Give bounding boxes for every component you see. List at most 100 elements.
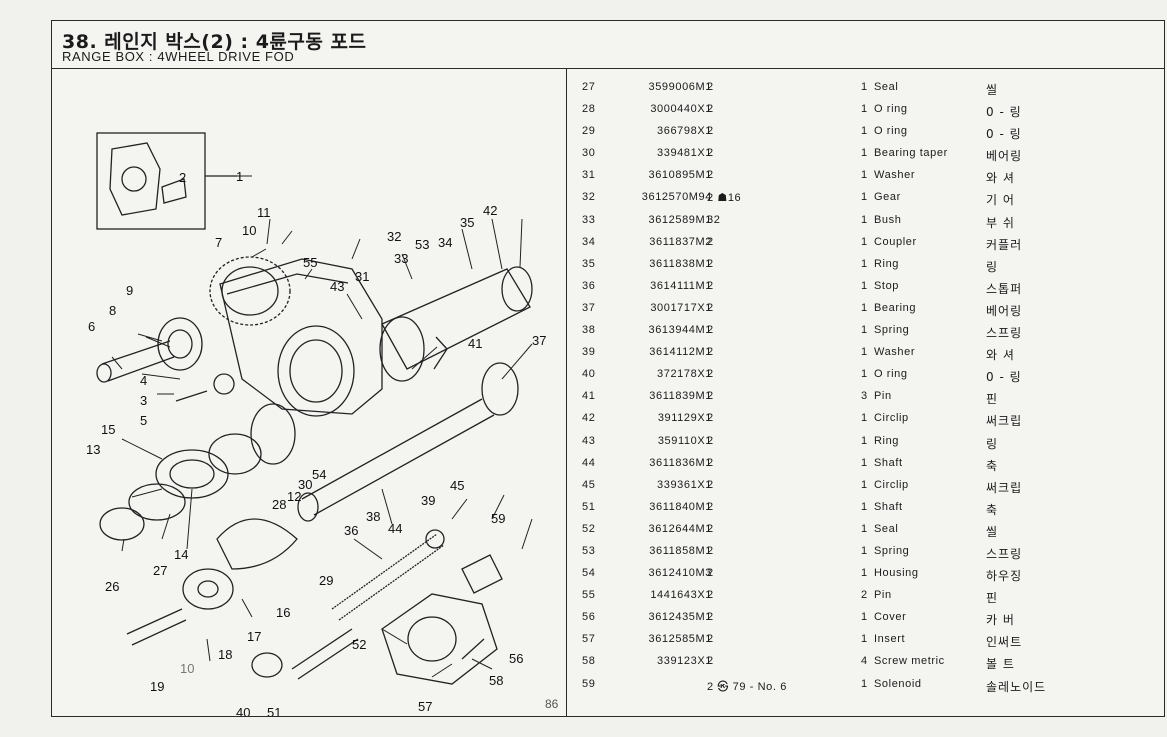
part-number: 391129X1 <box>657 412 712 425</box>
part-description: Stop <box>874 279 900 292</box>
part-number: 339481X1 <box>657 147 712 160</box>
part-units: 1 <box>861 478 868 491</box>
part-description-korean: 0 - 링 <box>986 370 1022 385</box>
part-number: 372178X1 <box>657 368 712 381</box>
exploded-parts-diagram: 1 2 3 4 5 6 7 8 9 10 11 12 13 14 15 16 1… <box>52 69 566 716</box>
callout-32: 32 <box>387 229 401 244</box>
part-number: 339123X1 <box>657 655 712 668</box>
callout-5: 5 <box>140 413 147 428</box>
callout-15: 15 <box>101 422 115 437</box>
callout-30: 30 <box>298 477 312 492</box>
diagram-callouts: 1 2 3 4 5 6 7 8 9 10 11 12 13 14 15 16 1… <box>86 169 546 716</box>
part-quantity: 2 <box>707 567 714 580</box>
part-ref-number: 45 <box>582 478 596 491</box>
part-quantity: 2 <box>707 169 714 182</box>
part-description: O ring <box>874 368 908 381</box>
part-description: Screw metric <box>874 655 945 668</box>
part-number: 3611838M1 <box>649 257 712 270</box>
callout-14: 14 <box>174 547 188 562</box>
callout-26: 26 <box>105 579 119 594</box>
callout-6: 6 <box>88 319 95 334</box>
part-quantity: 2 <box>707 257 714 270</box>
page-number: 86 <box>545 697 559 711</box>
part-description-korean: 부 쉬 <box>986 215 1015 230</box>
part-units: 1 <box>861 301 868 314</box>
part-ref-number: 33 <box>582 213 596 226</box>
callout-10-lower: 10 <box>180 661 194 676</box>
callout-56: 56 <box>509 651 523 666</box>
part-number: 3612585M1 <box>648 633 712 646</box>
callout-39: 39 <box>421 493 435 508</box>
callout-58: 58 <box>489 673 503 688</box>
callout-45: 45 <box>450 478 464 493</box>
callout-37: 37 <box>532 333 546 348</box>
callout-31: 31 <box>355 269 369 284</box>
part-description-korean: 써크립 <box>986 414 1023 429</box>
part-number: 3599006M1 <box>648 81 712 93</box>
part-ref-number: 39 <box>582 346 596 359</box>
callout-29: 29 <box>319 573 333 588</box>
part-description-korean: 써크립 <box>986 480 1023 495</box>
part-ref-number: 41 <box>582 390 596 403</box>
part-quantity: 2 <box>707 412 714 425</box>
part-quantity: 2 <box>707 390 714 403</box>
part-ref-number: 36 <box>582 279 596 292</box>
part-description: Ring <box>874 434 900 447</box>
part-description-korean: 0 - 링 <box>986 127 1022 142</box>
part-ref-number: 54 <box>582 567 596 580</box>
part-units: 1 <box>861 368 868 381</box>
part-units: 1 <box>861 677 868 690</box>
part-ref-number: 40 <box>582 368 596 381</box>
part-quantity: 2 <box>707 500 714 513</box>
callout-19: 19 <box>150 679 164 694</box>
part-description: Circlip <box>874 478 909 491</box>
part-ref-number: 38 <box>582 324 596 337</box>
part-quantity: 2 <box>707 522 714 535</box>
callout-35: 35 <box>460 215 474 230</box>
callout-16: 16 <box>276 605 290 620</box>
part-quantity: 32 <box>707 213 721 226</box>
part-description: Gear <box>874 191 901 204</box>
part-number: 3001717X1 <box>650 301 712 314</box>
part-units: 1 <box>861 346 868 359</box>
part-units: 1 <box>861 279 868 292</box>
callout-7: 7 <box>215 235 222 250</box>
callout-18: 18 <box>218 647 232 662</box>
page-header: 38. 레인지 박스(2) : 4륜구동 포드 RANGE BOX : 4WHE… <box>52 21 1164 69</box>
part-description: Ring <box>874 257 900 270</box>
part-ref-number: 32 <box>582 191 596 204</box>
part-units: 1 <box>861 235 868 248</box>
part-number: 3611839M1 <box>649 390 712 403</box>
part-units: 1 <box>861 456 868 469</box>
part-ref-number: 27 <box>582 81 596 93</box>
part-description: Seal <box>874 81 899 93</box>
part-ref-number: 55 <box>582 589 596 602</box>
part-description: Seal <box>874 522 899 535</box>
part-description-korean: 베어링 <box>986 303 1023 318</box>
part-number: 3614112M1 <box>649 346 712 359</box>
part-number: 3611836M1 <box>649 456 712 469</box>
callout-53: 53 <box>415 237 429 252</box>
part-description: Circlip <box>874 412 909 425</box>
part-description: Cover <box>874 611 907 624</box>
part-ref-number: 42 <box>582 412 596 425</box>
part-description-korean: 하우징 <box>986 569 1023 584</box>
part-units: 1 <box>861 522 868 535</box>
part-description-korean: 솔레노이드 <box>986 679 1047 694</box>
page-title-korean: 38. 레인지 박스(2) : 4륜구동 포드 <box>62 31 367 53</box>
part-description: Spring <box>874 544 910 557</box>
callout-54: 54 <box>312 467 326 482</box>
part-ref-number: 44 <box>582 456 596 469</box>
part-description: Bearing taper <box>874 147 948 160</box>
part-description-korean: 씰 <box>986 83 999 97</box>
